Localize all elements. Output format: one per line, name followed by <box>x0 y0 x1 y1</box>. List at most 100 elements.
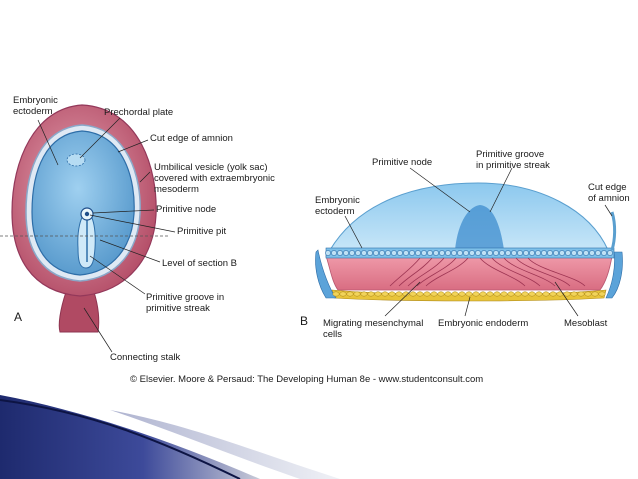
ectoderm-cell <box>487 250 493 256</box>
ectoderm-cell <box>433 250 439 256</box>
label-b-cut-edge-amnion: Cut edge of amnion <box>588 182 630 204</box>
ectoderm-cell <box>505 250 511 256</box>
ectoderm-cell <box>331 250 337 256</box>
ectoderm-cell <box>607 250 613 256</box>
endoderm-cell <box>500 291 508 297</box>
ectoderm-cell <box>361 250 367 256</box>
mesenchymal-strand <box>503 257 556 287</box>
endoderm-cell <box>563 291 571 297</box>
endoderm-cell <box>542 291 550 297</box>
mesenchymal-strand <box>527 257 586 287</box>
mesenchymal-strand <box>389 257 421 287</box>
panel-label-a: A <box>14 310 23 324</box>
mesenchymal-strand <box>491 257 541 287</box>
ectoderm-cell <box>403 250 409 256</box>
figure-credit: © Elsevier. Moore & Persaud: The Develop… <box>130 374 484 385</box>
ectoderm-cell <box>583 250 589 256</box>
endoderm-cell <box>367 291 375 297</box>
endoderm-cell <box>493 291 501 297</box>
label-b-embryonic-endoderm: Embryonic endoderm <box>438 318 529 329</box>
endoderm-cell <box>465 291 473 297</box>
ectoderm-cell <box>499 250 505 256</box>
endoderm-cell <box>339 291 347 297</box>
endoderm-cell <box>395 291 403 297</box>
ectoderm-cell <box>529 250 535 256</box>
label-a-primitive-groove: Primitive groove in primitive streak <box>146 292 225 314</box>
mesenchymal-strand <box>425 257 469 287</box>
ectoderm-cell <box>523 250 529 256</box>
figure-b-section <box>315 182 623 302</box>
figure-a-embryo <box>0 104 170 333</box>
ectoderm-cell <box>565 250 571 256</box>
ectoderm-cell <box>415 250 421 256</box>
ectoderm-cell <box>421 250 427 256</box>
endoderm-cell <box>514 291 522 297</box>
label-b-primitive-node: Primitive node <box>372 157 433 168</box>
endoderm-cell <box>570 291 578 297</box>
ectoderm-cell <box>445 250 451 256</box>
embryonic-disc <box>31 130 135 276</box>
ectoderm-cell <box>571 250 577 256</box>
figure-b-leader-lines <box>344 167 613 317</box>
ectoderm-cell <box>493 250 499 256</box>
ectoderm-cell <box>511 250 517 256</box>
ectoderm-cell <box>475 250 481 256</box>
ectoderm-cell <box>463 250 469 256</box>
label-a-umbilical-vesicle: Umbilical vesicle (yolk sac) covered wit… <box>154 162 275 195</box>
endoderm-cell <box>402 291 410 297</box>
connecting-stalk-shape <box>58 291 100 333</box>
mesoderm-layer <box>325 255 613 291</box>
ectoderm-cell <box>481 250 487 256</box>
ectoderm-cell <box>541 250 547 256</box>
ectoderm-cell <box>397 250 403 256</box>
endoderm-cell <box>584 291 592 297</box>
endoderm-cell <box>472 291 480 297</box>
endoderm-cell <box>409 291 417 297</box>
endoderm-cell-row <box>332 291 606 297</box>
ectoderm-cell <box>469 250 475 256</box>
ectoderm-cell <box>589 250 595 256</box>
ectoderm-cell <box>547 250 553 256</box>
label-a-primitive-node: Primitive node <box>156 204 217 215</box>
endoderm-cell <box>479 291 487 297</box>
mesenchymal-strand <box>515 257 571 287</box>
endoderm-cell <box>374 291 382 297</box>
endoderm-cell <box>528 291 536 297</box>
mesenchymal-strand <box>416 257 457 287</box>
mesenchymal-strand <box>398 257 433 287</box>
endoderm-cell <box>591 291 599 297</box>
primitive-node-bulge <box>455 205 504 250</box>
ectoderm-cell <box>559 250 565 256</box>
ectoderm-cell <box>325 250 331 256</box>
panel-label-b: B <box>300 314 309 328</box>
endoderm-cell <box>521 291 529 297</box>
ectoderm-cell <box>427 250 433 256</box>
ectoderm-cell <box>373 250 379 256</box>
ectoderm-cell <box>385 250 391 256</box>
endoderm-cell <box>451 291 459 297</box>
endoderm-cell <box>416 291 424 297</box>
ectoderm-cell <box>337 250 343 256</box>
endoderm-cell <box>549 291 557 297</box>
ectoderm-cell <box>355 250 361 256</box>
ectoderm-cell <box>457 250 463 256</box>
endoderm-cell <box>577 291 585 297</box>
ectoderm-cell <box>577 250 583 256</box>
endoderm-cell <box>381 291 389 297</box>
ectoderm-cell <box>367 250 373 256</box>
endoderm-cell <box>437 291 445 297</box>
label-a-connecting-stalk: Connecting stalk <box>110 352 181 363</box>
endoderm-cell <box>535 291 543 297</box>
ectoderm-cell-row <box>325 250 613 256</box>
ectoderm-cell <box>349 250 355 256</box>
ectoderm-cell <box>595 250 601 256</box>
ectoderm-cell <box>535 250 541 256</box>
label-b-mesoblast: Mesoblast <box>564 318 608 329</box>
endoderm-cell <box>423 291 431 297</box>
label-a-cut-edge-amnion: Cut edge of amnion <box>150 133 233 144</box>
endoderm-cell <box>332 291 340 297</box>
endoderm-cell <box>346 291 354 297</box>
label-a-embryonic-ectoderm: Embryonic ectoderm <box>13 95 58 117</box>
